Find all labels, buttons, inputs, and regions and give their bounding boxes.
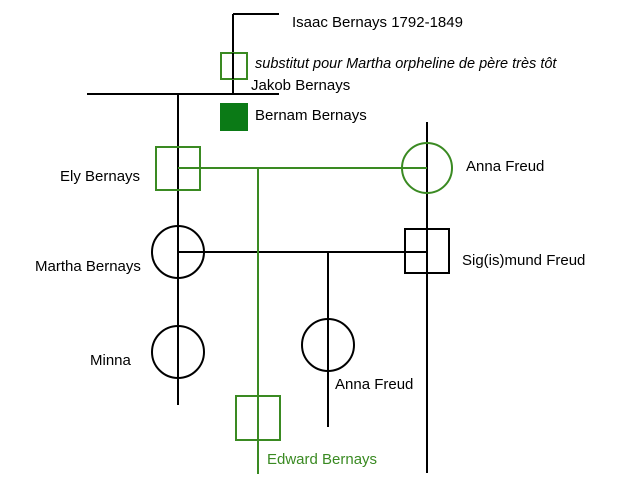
edward-square	[235, 395, 281, 441]
sigmund-label: Sig(is)mund Freud	[462, 252, 586, 269]
edward-label: Edward Bernays	[267, 451, 378, 468]
note-label: substitut pour Martha orpheline de père …	[255, 56, 557, 72]
bernam-label: Bernam Bernays	[255, 107, 367, 124]
ely-square	[155, 146, 201, 191]
sigmund-square	[404, 228, 450, 274]
minna-circle	[151, 325, 205, 379]
ely-label: Ely Bernays	[60, 168, 141, 185]
martha-label: Martha Bernays	[35, 258, 141, 275]
bernam-filled-square	[220, 103, 248, 131]
minna-label: Minna	[90, 352, 131, 369]
anna-freud-top-circle	[401, 142, 453, 194]
isaac-label: Isaac Bernays 1792-1849	[292, 14, 463, 31]
martha-circle	[151, 225, 205, 279]
anna-freud-child-label: Anna Freud	[335, 376, 414, 393]
anna-freud-top-label: Anna Freud	[466, 158, 545, 175]
jakob-label: Jakob Bernays	[251, 77, 351, 94]
anna-freud-child-circle	[301, 318, 355, 372]
